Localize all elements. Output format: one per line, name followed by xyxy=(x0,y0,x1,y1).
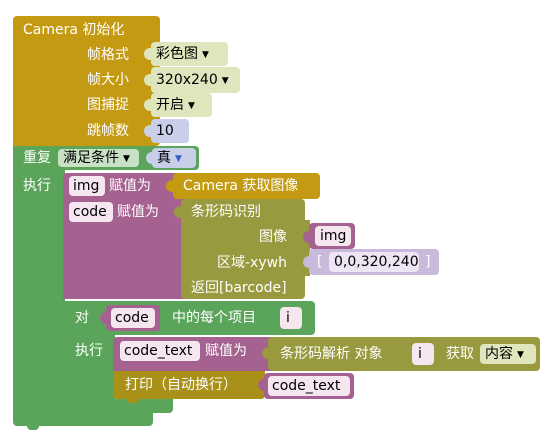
framesize-dropdown[interactable]: 彩色图 ▼ xyxy=(151,42,228,66)
barcode-recognize-extension xyxy=(300,220,310,276)
camera-init-title: Camera 初始化 xyxy=(23,22,125,38)
framesize-value: 彩色图 xyxy=(156,46,198,62)
print-tail xyxy=(127,397,139,403)
barcode-recog-notch xyxy=(174,206,182,218)
image-var-block[interactable]: img xyxy=(309,223,355,249)
repeat-loop-bottom xyxy=(13,410,153,426)
print-var-notch xyxy=(258,379,266,391)
item-var-field[interactable]: i xyxy=(280,307,302,329)
image-param-label: 图像 xyxy=(259,229,287,245)
chevron-down-icon: ▼ xyxy=(221,76,229,86)
capture-label: 图捕捉 xyxy=(87,97,129,113)
chevron-down-icon: ▼ xyxy=(175,154,182,164)
return-label: 返回[barcode] xyxy=(191,280,287,296)
condition-mode-dropdown[interactable]: 满足条件 ▼ xyxy=(58,149,139,167)
resolution-value: 320x240 xyxy=(156,72,218,88)
assign-code-text-label: 赋值为 xyxy=(205,343,247,359)
list-var: code xyxy=(115,310,149,326)
img-var-field[interactable]: img xyxy=(69,176,105,196)
framesize-notch xyxy=(144,48,152,60)
barcode-parse-label: 条形码解析 对象 xyxy=(280,346,383,362)
for-do-label: 执行 xyxy=(75,343,103,359)
condition-value: 真 xyxy=(157,150,171,166)
for-label: 对 xyxy=(75,310,89,326)
list-var-field[interactable]: code xyxy=(111,308,155,328)
skip-number-field[interactable]: 10 xyxy=(151,119,189,143)
skip-label: 跳帧数 xyxy=(87,123,129,139)
condition-mode-value: 满足条件 xyxy=(63,150,119,166)
condition-value-dropdown[interactable]: 真▼ xyxy=(152,148,196,168)
assign-img-label: 赋值为 xyxy=(109,178,151,194)
print-var-field[interactable]: code_text xyxy=(268,376,350,396)
parse-item-var: i xyxy=(418,346,422,362)
image-var: img xyxy=(320,228,347,244)
capture-notch xyxy=(144,99,152,111)
capture-value: 开启 xyxy=(156,97,184,113)
skip-value: 10 xyxy=(156,123,174,139)
region-value: 0,0,320,240 xyxy=(334,254,419,270)
region-list-block[interactable]: [ 0,0,320,240 ] xyxy=(309,249,439,275)
print-var: code_text xyxy=(272,378,341,394)
get-field-value: 内容 xyxy=(485,346,513,362)
print-label: 打印（自动换行） xyxy=(125,377,237,393)
barcode-recognize-block[interactable]: 条形码识别 图像 区域-xywh 返回[barcode] xyxy=(181,199,305,299)
assign-code-label: 赋值为 xyxy=(117,204,159,220)
loop-do-label: 执行 xyxy=(23,178,51,194)
resolution-dropdown[interactable]: 320x240▼ xyxy=(151,67,240,93)
camera-get-notch xyxy=(166,180,174,192)
code-var: code xyxy=(73,204,107,220)
resolution-label: 帧大小 xyxy=(87,72,129,88)
camera-get-image-block[interactable]: Camera 获取图像 xyxy=(173,173,320,199)
list-var-notch xyxy=(100,312,108,324)
item-var: i xyxy=(286,310,290,326)
region-value-field[interactable]: 0,0,320,240 xyxy=(329,252,419,272)
list-var-block[interactable]: code xyxy=(106,305,160,331)
barcode-recognize-title: 条形码识别 xyxy=(191,204,261,220)
each-item-label: 中的每个项目 xyxy=(172,310,256,326)
get-label: 获取 xyxy=(446,346,474,362)
image-var-notch xyxy=(303,231,311,243)
for-each-bottom xyxy=(63,399,173,413)
barcode-parse-block[interactable]: 条形码解析 对象 i 获取 内容 ▼ xyxy=(268,337,540,371)
barcode-parse-notch xyxy=(262,347,270,359)
print-var-block[interactable]: code_text xyxy=(264,373,354,399)
condition-notch xyxy=(146,152,154,164)
region-notch xyxy=(303,256,311,268)
image-var-field[interactable]: img xyxy=(315,226,351,246)
resolution-notch xyxy=(144,74,152,86)
camera-init-block[interactable]: Camera 初始化 帧格式 帧大小 图捕捉 跳帧数 xyxy=(13,16,160,146)
chevron-down-icon: ▼ xyxy=(517,350,524,360)
chevron-down-icon: ▼ xyxy=(202,50,209,60)
repeat-loop-tail xyxy=(27,424,39,430)
img-var: img xyxy=(73,178,100,194)
capture-dropdown[interactable]: 开启 ▼ xyxy=(151,93,212,117)
chevron-down-icon: ▼ xyxy=(123,154,130,164)
close-bracket-icon: ] xyxy=(425,254,431,270)
open-bracket-icon: [ xyxy=(317,254,323,270)
get-field-dropdown[interactable]: 内容 ▼ xyxy=(480,344,536,364)
repeat-label: 重复 xyxy=(23,150,51,166)
camera-get-image-label: Camera 获取图像 xyxy=(183,178,299,194)
chevron-down-icon: ▼ xyxy=(188,101,195,111)
print-block[interactable]: 打印（自动换行） xyxy=(113,371,265,399)
code-var-field[interactable]: code xyxy=(69,202,113,222)
framesize-label: 帧格式 xyxy=(87,47,129,63)
repeat-loop-spine xyxy=(13,170,65,416)
region-param-label: 区域-xywh xyxy=(217,255,287,271)
code-text-var-field[interactable]: code_text xyxy=(120,341,200,361)
skip-notch xyxy=(144,125,152,137)
parse-item-var-field[interactable]: i xyxy=(412,343,434,365)
for-each-spine xyxy=(63,335,115,399)
code-text-var: code_text xyxy=(124,343,193,359)
